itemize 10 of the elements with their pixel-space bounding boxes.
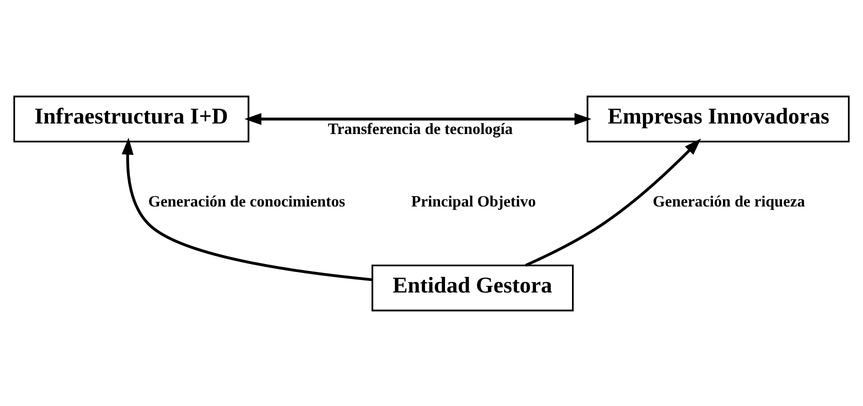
edge-label: Generación de riqueza	[652, 193, 806, 210]
node-box: Infraestructura I+D	[13, 95, 250, 142]
edge-label: Generación de conocimientos	[148, 193, 346, 210]
label: Principal Objetivo	[411, 193, 536, 210]
arrow	[525, 138, 702, 266]
edge-label: Transferencia de tecnología	[328, 120, 513, 138]
arrow	[244, 112, 592, 124]
arrow	[122, 137, 372, 281]
node-box: Empresas Innovadoras	[586, 95, 850, 142]
node-box: Entidad Gestora	[372, 264, 574, 311]
